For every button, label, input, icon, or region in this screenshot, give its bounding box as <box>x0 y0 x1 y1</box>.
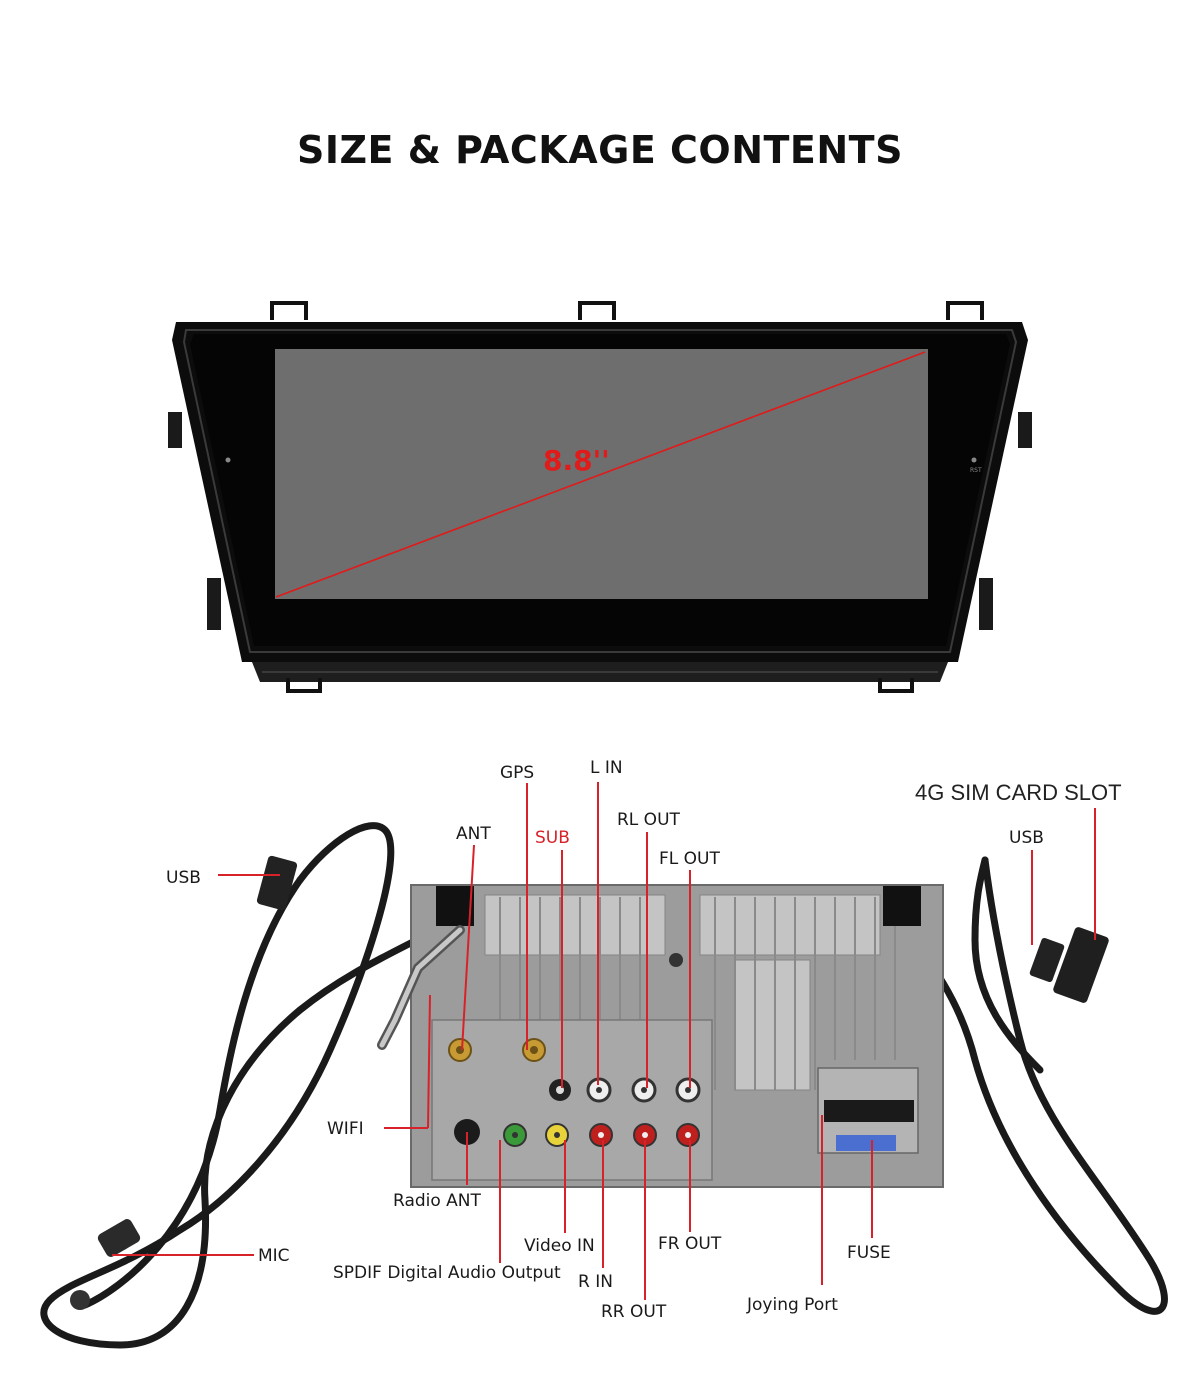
sub-label: SUB <box>535 828 570 848</box>
spdif-label: SPDIF Digital Audio Output <box>333 1263 561 1283</box>
rca-row-top <box>549 1077 701 1103</box>
joying-port-label: Joying Port <box>747 1295 838 1315</box>
usb-plug-right <box>1053 927 1109 1003</box>
callout-lines <box>112 782 1096 1300</box>
right-cable <box>896 856 1168 1315</box>
usb-plug-left <box>256 855 298 911</box>
ant-label: ANT <box>456 824 491 844</box>
rl-out-label: RL OUT <box>617 810 680 830</box>
sim-slot-label: 4G SIM CARD SLOT <box>915 780 1122 805</box>
mic-hole-icon <box>225 457 231 463</box>
fr-out-label: FR OUT <box>658 1234 722 1254</box>
l-in-label: L IN <box>590 758 623 778</box>
wifi-label: WIFI <box>327 1119 364 1139</box>
connector-plate <box>431 1019 713 1181</box>
video-in-label: Video IN <box>524 1236 595 1256</box>
mount-clip-top-left <box>270 301 984 320</box>
mic-plug <box>97 1219 141 1257</box>
reset-hole-icon <box>971 457 977 463</box>
r-in-label: R IN <box>578 1272 613 1292</box>
svg-text:RST: RST <box>970 467 982 474</box>
heatsink-fins <box>484 894 881 1091</box>
page-title: SIZE & PACKAGE CONTENTS <box>297 128 903 172</box>
fuse-icon <box>836 1135 896 1151</box>
usb-label-left: USB <box>166 868 201 888</box>
gps-label: GPS <box>500 763 535 783</box>
mic-label: MIC <box>258 1246 290 1266</box>
fl-out-label: FL OUT <box>659 849 720 869</box>
left-cable <box>40 822 449 1349</box>
screen-size-label: 8.8'' <box>543 444 610 477</box>
side-tab-left <box>168 412 182 448</box>
fuse-label: FUSE <box>847 1243 891 1263</box>
radio-ant-label: Radio ANT <box>393 1191 481 1211</box>
diagonal-measure-line <box>275 351 926 598</box>
side-tab-right <box>1018 412 1032 448</box>
rr-out-label: RR OUT <box>601 1302 667 1322</box>
usb-label-right: USB <box>1009 828 1044 848</box>
